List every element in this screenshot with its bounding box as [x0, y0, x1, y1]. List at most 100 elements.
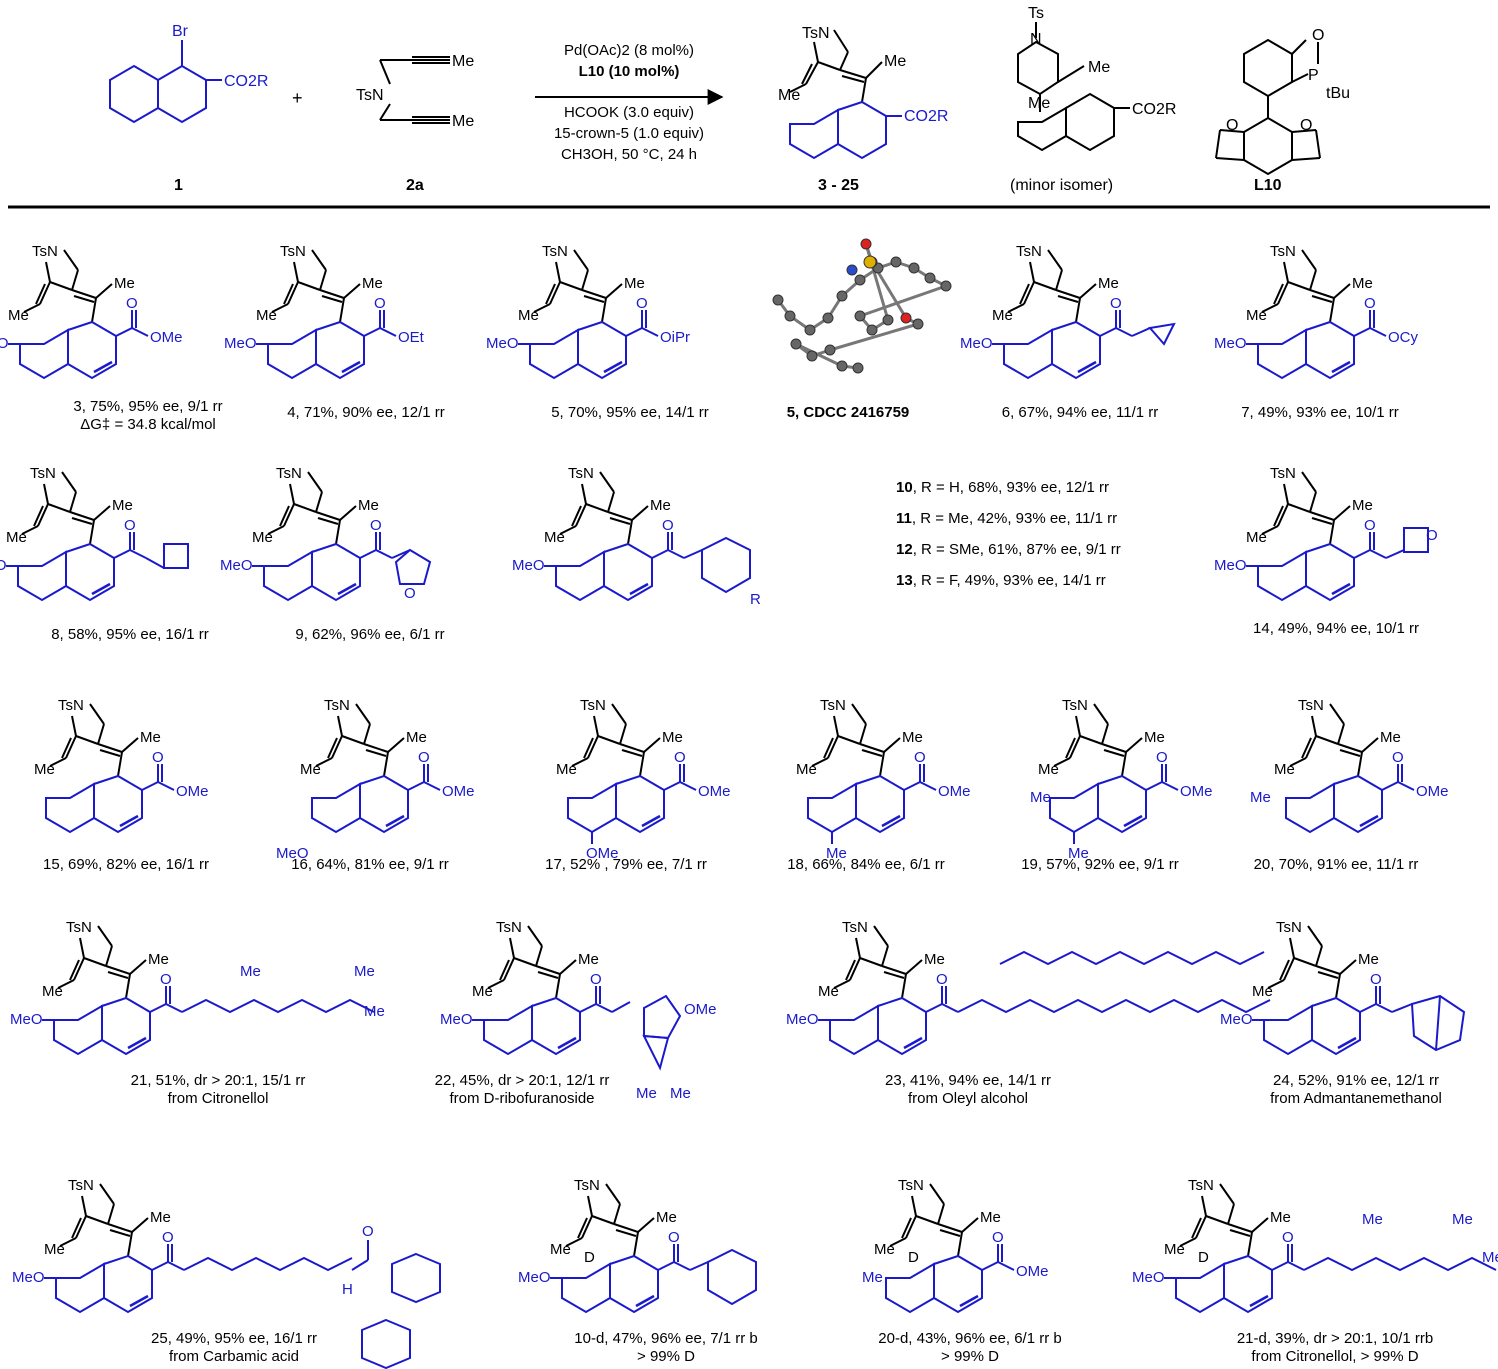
ester-label: OCy: [1388, 329, 1419, 346]
carbonyl-o: O: [1110, 295, 1122, 312]
methyl-label: Me: [406, 729, 427, 746]
methyl-label: Me: [358, 497, 379, 514]
carbonyl-o: O: [160, 971, 172, 988]
atom: [836, 290, 848, 302]
minor-caption: (minor isomer): [1010, 177, 1113, 194]
methyl-label: Me: [902, 729, 923, 746]
carbonyl-o: O: [152, 749, 164, 766]
methoxy-label: MeO: [224, 335, 257, 352]
atom: [912, 318, 924, 330]
methyl-label: Me: [140, 729, 161, 746]
tsn-label: TsN: [68, 1177, 94, 1194]
vinyl-methyl-label: Me: [6, 529, 27, 546]
vinyl-methyl-label: Me: [34, 761, 55, 778]
carbonyl-o: O: [590, 971, 602, 988]
tsn-label: TsN: [568, 465, 594, 482]
tsn-label: TsN: [1016, 243, 1042, 260]
methoxy-label: MeO: [10, 1011, 43, 1028]
atom: [854, 310, 866, 322]
product-tsn: TsN: [802, 25, 830, 42]
caption-5: 5, 70%, 95% ee, 14/1 rr: [551, 404, 709, 421]
reaction-conditions: Pd(OAc)2 (8 mol%) L10 (10 mol%) HCOOK (3…: [538, 40, 720, 165]
condition-5: CH3OH, 50 °C, 24 h: [560, 146, 698, 163]
ester-label: OMe: [176, 783, 209, 800]
methyl-label: Me: [624, 275, 645, 292]
carbonyl-o: O: [1364, 295, 1376, 312]
methyl-ring-label: Me: [1030, 789, 1051, 806]
minor-me-2: Me: [1028, 95, 1050, 112]
caption-6: 6, 67%, 94% ee, 11/1 rr: [1001, 404, 1159, 421]
ligand-tbu: tBu: [1326, 85, 1350, 102]
anomeric-ome: OMe: [684, 1001, 717, 1018]
methoxy-label: MeO: [1214, 557, 1247, 574]
caption-20-d: 20-d, 43%, 96% ee, 6/1 rr b> 99% D: [878, 1330, 1062, 1365]
methyl-label: Me: [578, 951, 599, 968]
atom: [772, 294, 784, 306]
reaction-scheme: Br CO2R 1 + TsN Me Me 2a TsN Me Me CO2R: [8, 5, 1490, 209]
carbonyl-o: O: [374, 295, 386, 312]
methyl-ring-label: Me: [1250, 789, 1271, 806]
carbonyl-o: O: [992, 1229, 1004, 1246]
caption-14: 14, 49%, 94% ee, 10/1 rr: [1253, 620, 1419, 637]
methoxy-label: MeO: [1220, 1011, 1253, 1028]
methyl-label: Me: [150, 1209, 171, 1226]
citronellyl-me: Me: [1362, 1211, 1383, 1228]
r-label: R: [750, 591, 761, 608]
carbamate-nh: H: [342, 1281, 353, 1298]
product-structure: [789, 29, 902, 160]
citronellyl-me-end: Me: [1452, 1211, 1473, 1228]
atom: [822, 312, 834, 324]
methyl-label: Me: [1270, 1209, 1291, 1226]
caption-16: 16, 64%, 81% ee, 9/1 rr: [291, 856, 449, 873]
reagent-2a-tsn: TsN: [356, 87, 384, 104]
methyl-label: Me: [1098, 275, 1119, 292]
atom: [784, 310, 796, 322]
carbonyl-o: O: [162, 1229, 174, 1246]
reagent-1-structure: [109, 40, 222, 124]
condition-4: 15-crown-5 (1.0 equiv): [553, 125, 705, 142]
atom: [866, 324, 878, 336]
caption-4: 4, 71%, 90% ee, 12/1 rr: [287, 404, 445, 421]
minor-me-1: Me: [1088, 59, 1110, 76]
tsn-label: TsN: [58, 697, 84, 714]
carbonyl-o: O: [1282, 1229, 1294, 1246]
vinyl-methyl-label: Me: [472, 983, 493, 1000]
vinyl-methyl-label: Me: [556, 761, 577, 778]
deuterium-label: D: [584, 1249, 595, 1266]
carbonyl-o: O: [662, 517, 674, 534]
methyl-label: Me: [114, 275, 135, 292]
tsn-label: TsN: [1276, 919, 1302, 936]
tsn-label: TsN: [280, 243, 306, 260]
atom: [852, 362, 864, 374]
ester-label: OMe: [1016, 1263, 1049, 1280]
methoxy-label: MeO: [1214, 335, 1247, 352]
product-ester: CO2R: [904, 108, 948, 125]
minor-isomer-structure: [1017, 22, 1130, 152]
minor-n: N: [1030, 31, 1042, 48]
atom: [940, 280, 952, 292]
ester-label: OiPr: [660, 329, 690, 346]
methoxy-label: MeO: [486, 335, 519, 352]
condition-1: Pd(OAc)2 (8 mol%): [563, 42, 695, 59]
atom: [890, 256, 902, 268]
methyl-label: Me: [1144, 729, 1165, 746]
methyl-label: Me: [1352, 497, 1373, 514]
tsn-label: TsN: [898, 1177, 924, 1194]
crystal-structure-5: [772, 238, 952, 374]
citronellyl-me-end2: Me: [1482, 1249, 1498, 1266]
carbonyl-o: O: [126, 295, 138, 312]
carbonyl-o: O: [668, 1229, 680, 1246]
atom: [806, 350, 818, 362]
atom: [908, 262, 920, 274]
methoxy-label: MeO: [518, 1269, 551, 1286]
vinyl-methyl-label: Me: [1038, 761, 1059, 778]
